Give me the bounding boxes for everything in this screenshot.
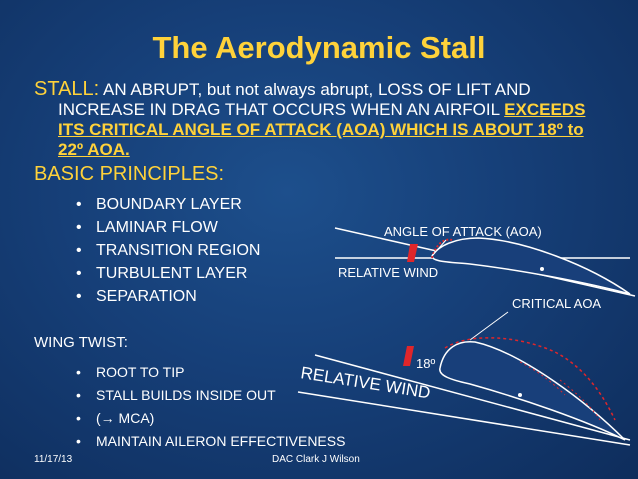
aoa-marker-top xyxy=(407,244,418,262)
stall-definition: STALL: AN ABRUPT, but not always abrupt,… xyxy=(34,79,624,160)
aoa-arc-dotted xyxy=(431,238,453,259)
slide-title: The Aerodynamic Stall xyxy=(152,30,486,65)
aoa-marker-bottom xyxy=(403,346,414,366)
aoa-label: ANGLE OF ATTACK (AOA) xyxy=(384,224,542,239)
stall-line1: AN ABRUPT, but not always abrupt, LOSS O… xyxy=(99,80,531,99)
footer-date: 11/17/13 xyxy=(34,454,73,465)
separated-flow xyxy=(444,337,616,421)
deg-label: 18º xyxy=(416,356,435,371)
list-item: LAMINAR FLOW xyxy=(76,216,260,239)
list-item: MAINTAIN AILERON EFFECTIVENESS xyxy=(76,430,345,453)
list-item: TRANSITION REGION xyxy=(76,239,260,262)
relative-wind-label: RELATIVE WIND xyxy=(338,265,438,280)
turbulent-wake xyxy=(519,361,601,421)
wing-twist-list: ROOT TO TIP STALL BUILDS INSIDE OUT (→ M… xyxy=(76,361,345,453)
list-item: ROOT TO TIP xyxy=(76,361,345,384)
list-item: (→ MCA) xyxy=(76,407,345,430)
airfoil-bottom xyxy=(439,340,626,441)
aoa-pointer xyxy=(432,239,447,256)
critical-aoa-label: CRITICAL AOA xyxy=(512,296,601,311)
basic-principles-list: BOUNDARY LAYER LAMINAR FLOW TRANSITION R… xyxy=(76,193,260,308)
critical-pointer xyxy=(469,311,509,341)
list-item: SEPARATION xyxy=(76,285,260,308)
footer-author: DAC Clark J Wilson xyxy=(272,454,360,465)
wing-twist-heading: WING TWIST: xyxy=(34,334,128,351)
relative-wind-line-2 xyxy=(297,391,631,446)
list-item: TURBULENT LAYER xyxy=(76,262,260,285)
stall-lead: STALL: xyxy=(34,78,100,100)
list-item: BOUNDARY LAYER xyxy=(76,193,260,216)
airfoil-top xyxy=(431,237,631,295)
stall-line2b: EXCEEDS xyxy=(504,100,586,119)
cp-dot-2 xyxy=(518,393,522,397)
stall-line4: 22º AOA. xyxy=(58,140,130,159)
basic-principles-heading: BASIC PRINCIPLES: xyxy=(34,163,225,185)
chord-line-2 xyxy=(314,354,631,441)
stall-line3: ITS CRITICAL ANGLE OF ATTACK (AOA) WHICH… xyxy=(58,120,584,139)
cp-dot xyxy=(540,267,544,271)
list-item: STALL BUILDS INSIDE OUT xyxy=(76,384,345,407)
stall-line2a: INCREASE IN DRAG THAT OCCURS WHEN AN AIR… xyxy=(58,100,505,119)
